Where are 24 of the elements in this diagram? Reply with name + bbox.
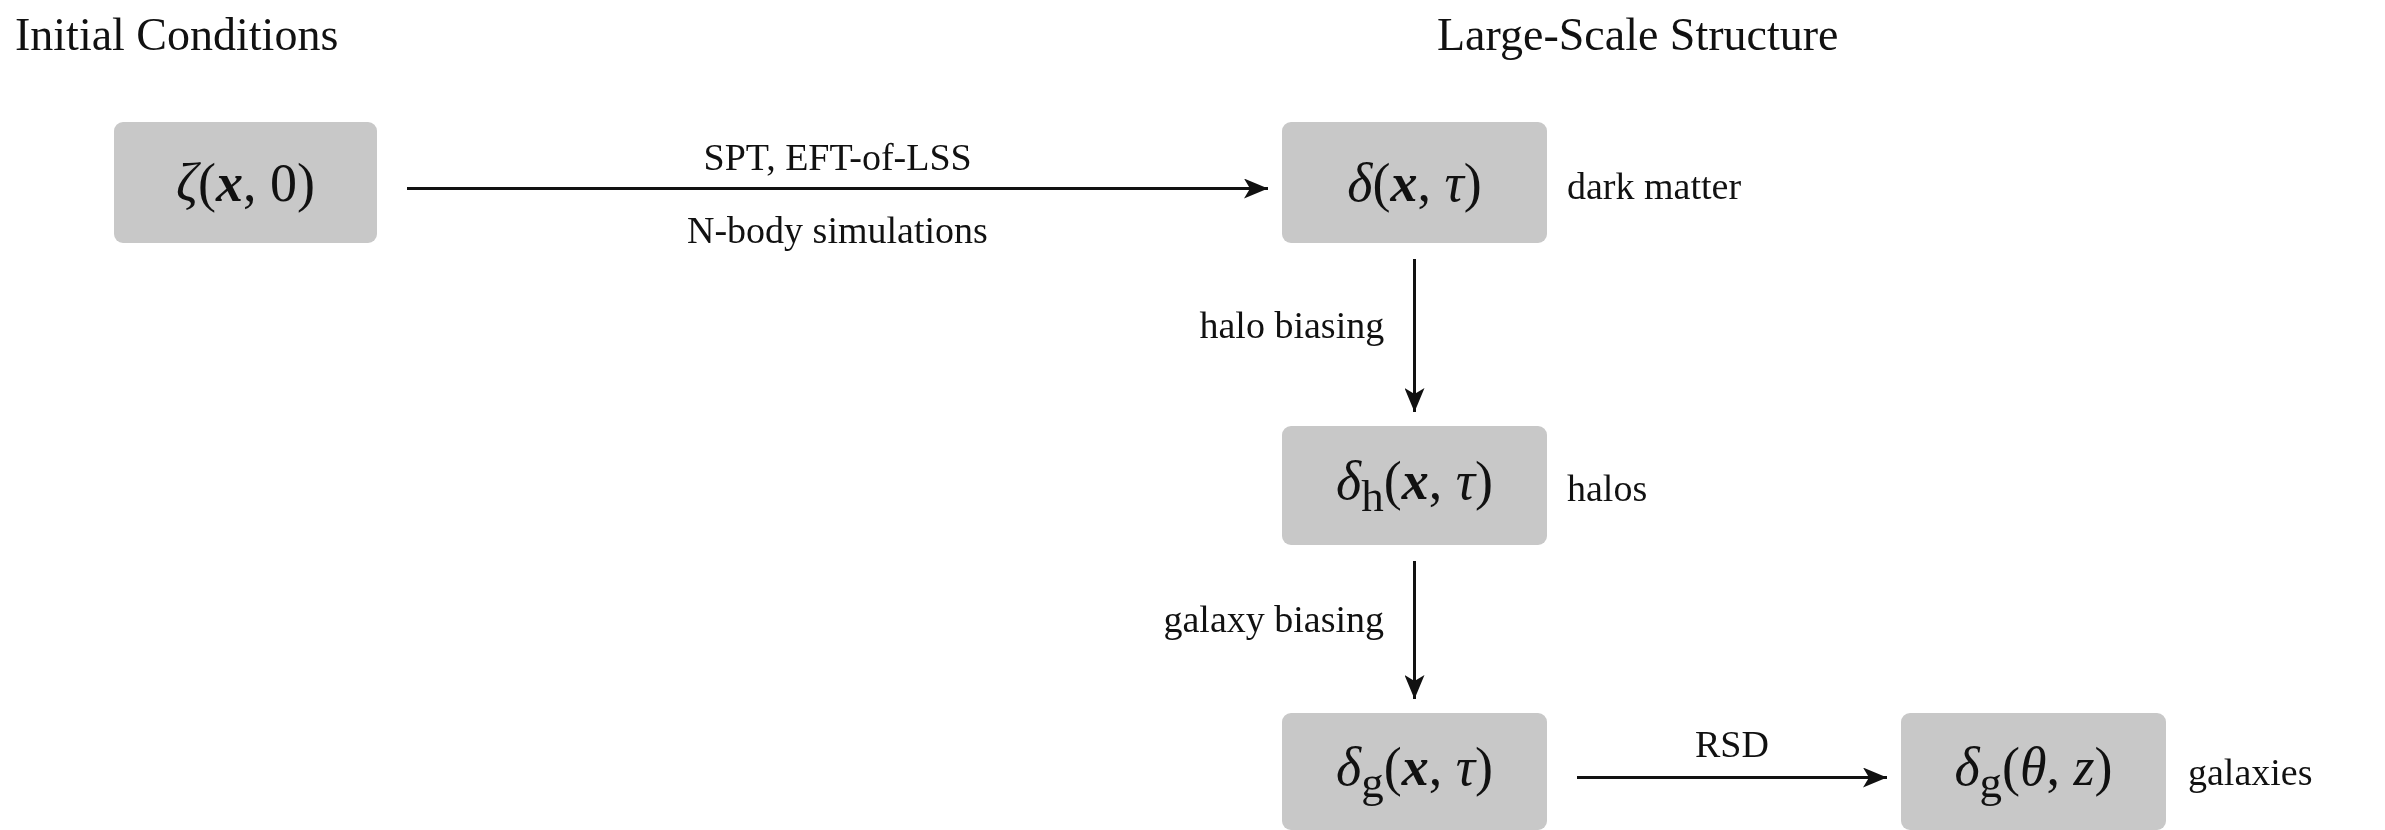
- math-expression: δ(x, τ): [1347, 151, 1482, 214]
- math-expression: δ$_{g}$(θ, z): [1954, 735, 2113, 808]
- edge-label: SPT, EFT-of-LSS: [703, 136, 972, 179]
- math-box: [1282, 122, 1547, 243]
- arrow: [1577, 767, 1887, 788]
- node-caption: galaxies: [2188, 752, 2313, 794]
- math-box: [1282, 713, 1547, 830]
- section-heading: Initial Conditions: [15, 10, 339, 61]
- node-caption: dark matter: [1567, 166, 1742, 208]
- edge-label: galaxy biasing: [1163, 599, 1385, 641]
- node-caption: halos: [1567, 468, 1648, 510]
- edge-label: RSD: [1695, 723, 1769, 766]
- method-note: N-body simulations: [687, 210, 988, 252]
- math-expression: ζ(x, 0): [176, 151, 315, 214]
- math-box: [114, 122, 377, 243]
- edge-label: halo biasing: [1199, 304, 1385, 347]
- math-box: [1282, 426, 1547, 545]
- math-expression: δ$_{g}$(x, τ): [1336, 735, 1493, 808]
- arrow: [407, 178, 1268, 199]
- math-expression: δ$_{h}$(x, τ): [1336, 449, 1493, 522]
- section-heading: Large-Scale Structure: [1437, 10, 1839, 61]
- arrow: [1404, 561, 1425, 699]
- math-box: [1901, 713, 2166, 830]
- arrow: [1404, 259, 1425, 412]
